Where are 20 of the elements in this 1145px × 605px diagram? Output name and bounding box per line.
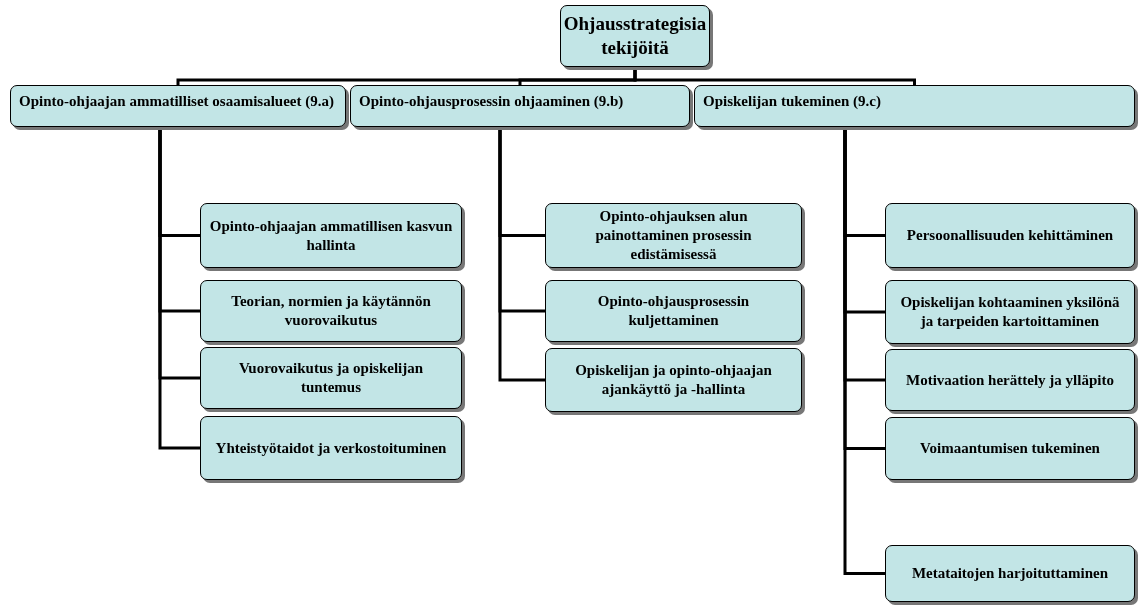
root-box: Ohjausstrategisia tekijöitä	[560, 5, 710, 67]
category-box: Opiskelijan ja opinto-ohjaajan ajankäyttö ja -hallinta	[545, 348, 802, 412]
category-box: Motivaation herättely ja ylläpito	[885, 349, 1135, 411]
category-box: Opinto-ohjausprosessin ohjaaminen (9.b)	[350, 85, 690, 127]
category-box: Opiskelijan kohtaaminen yksilönä ja tarpeiden kartoittaminen	[885, 280, 1135, 344]
category-box: Opiskelijan tukeminen (9.c)	[694, 85, 1135, 127]
category-box: Opinto-ohjauksen alun painottaminen prosessin edistämisessä	[545, 203, 802, 268]
category-box: Persoonallisuuden kehittäminen	[885, 203, 1135, 268]
category-box: Voimaantumisen tukeminen	[885, 417, 1135, 480]
category-box: Yhteistyötaidot ja verkostoituminen	[200, 416, 462, 480]
category-box: Vuorovaikutus ja opiskelijan tuntemus	[200, 347, 462, 409]
connector-line	[843, 127, 885, 575]
connector-line	[498, 127, 545, 382]
connector-line	[633, 67, 916, 85]
connector-line	[158, 127, 200, 450]
category-box: Metataitojen harjoituttaminen	[885, 545, 1135, 602]
category-box: Opinto-ohjausprosessin kuljettaminen	[545, 280, 802, 342]
category-box: Opinto-ohjaajan ammatilliset osaamisalueet (9.a)	[10, 85, 346, 127]
category-box: Teorian, normien ja käytännön vuorovaikutus	[200, 280, 462, 342]
category-box: Opinto-ohjaajan ammatillisen kasvun hallinta	[200, 203, 462, 268]
